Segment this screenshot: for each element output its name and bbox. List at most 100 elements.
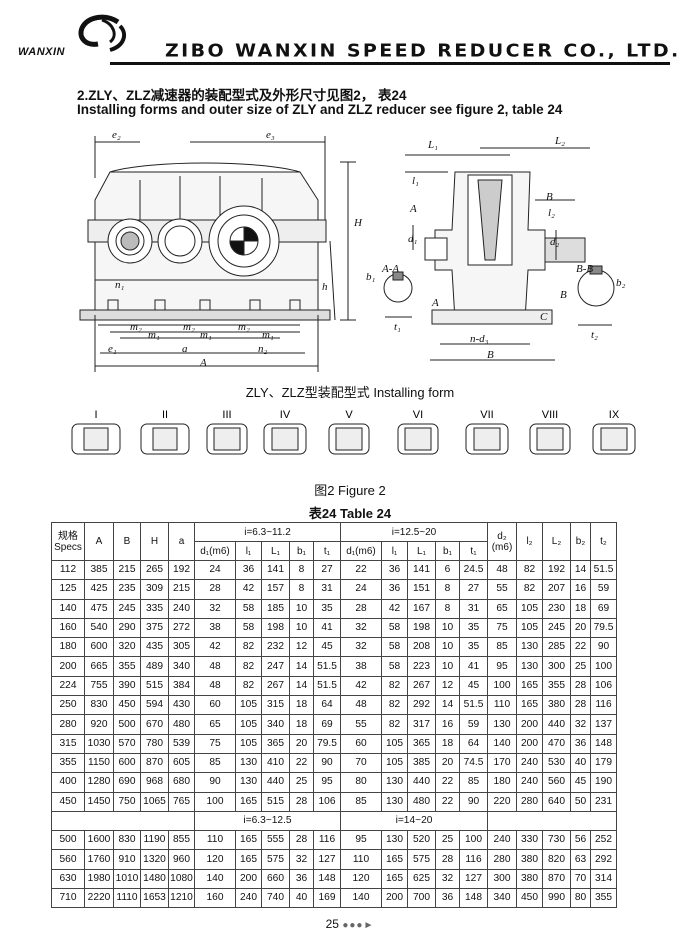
svg-text:d₁: d₁ [408, 233, 418, 245]
table-cell: 1110 [113, 888, 141, 909]
table-cell: 1980 [84, 868, 114, 890]
table-cell: 105 [235, 733, 262, 754]
col-t2-header: t₂ [590, 522, 617, 561]
table-cell: 292 [407, 695, 436, 716]
table-cell: 230 [542, 598, 571, 619]
svg-text:e₂: e₂ [112, 129, 121, 141]
table-cell: 42 [235, 579, 262, 600]
table-cell: 18 [570, 598, 591, 619]
form-8-icon: VIII [529, 409, 571, 455]
table-cell: 560 [51, 849, 85, 870]
table-cell: 440 [542, 714, 571, 735]
table-cell: 600 [84, 637, 114, 658]
blank-cell [487, 810, 617, 832]
svg-text:t₂: t₂ [591, 329, 598, 341]
company-name: ZIBO WANXIN SPEED REDUCER CO., LTD. [165, 40, 681, 62]
table-cell: 750 [113, 791, 141, 812]
table-cell: 24 [340, 579, 382, 600]
table-cell: 160 [51, 617, 85, 639]
table-cell: 200 [51, 656, 85, 677]
table-cell: 169 [313, 888, 341, 909]
table-cell: 630 [51, 868, 85, 890]
table-cell: 32 [340, 637, 382, 658]
svg-text:t₁: t₁ [394, 321, 401, 333]
table-cell: 190 [590, 772, 617, 793]
table-cell: 830 [84, 695, 114, 716]
table-cell: 157 [261, 579, 290, 600]
table-cell: 165 [381, 849, 408, 870]
table-cell: 90 [194, 772, 236, 793]
table-cell: 58 [381, 637, 408, 658]
table-cell: 355 [590, 888, 617, 909]
table-cell: 60 [194, 695, 236, 716]
table-cell: 14 [435, 695, 460, 716]
table-cell: 250 [51, 695, 85, 716]
figure-caption: 图2 Figure 2 [314, 483, 386, 498]
table-cell: 315 [261, 695, 290, 716]
table-cell: 40 [289, 888, 314, 909]
table-cell: 42 [340, 675, 382, 697]
col-d1-header: d₁(m6) [194, 541, 236, 561]
table-cell: 1653 [140, 888, 169, 909]
table-cell: 1030 [84, 733, 114, 754]
table-cell: 116 [459, 849, 488, 870]
table-cell: 95 [487, 656, 517, 677]
table-cell: 105 [235, 714, 262, 735]
svg-text:B: B [560, 289, 567, 301]
table-cell: 730 [542, 830, 571, 851]
table-cell: 594 [140, 695, 169, 716]
col-A-header: A [84, 522, 114, 561]
table-cell: 100 [194, 791, 236, 812]
table-cell: 95 [313, 772, 341, 793]
table-cell: 130 [235, 772, 262, 793]
side-view [383, 147, 615, 361]
table-cell: 116 [590, 695, 617, 716]
table-cell: 79.5 [313, 733, 341, 754]
table-cell: 192 [168, 559, 195, 581]
table-cell: 480 [168, 714, 195, 735]
table-cell: 500 [51, 830, 85, 851]
table-cell: 45 [570, 772, 591, 793]
table-cell: 200 [516, 733, 543, 754]
table-cell: 640 [542, 791, 571, 812]
table-cell: 28 [289, 791, 314, 812]
table-cell: 105 [516, 617, 543, 639]
table-cell: 14 [570, 559, 591, 581]
table-cell: 106 [313, 791, 341, 812]
table-cell: 22 [289, 752, 314, 774]
svg-text:A-A: A-A [381, 263, 399, 275]
section-heading-cn: 2.ZLY、ZLZ减速器的装配型式及外形尺寸见图2， 表24 [77, 88, 407, 103]
table-cell: 48 [340, 695, 382, 716]
form-5-icon: V [328, 409, 370, 455]
table-cell: 300 [542, 656, 571, 677]
table-cell: 272 [168, 617, 195, 639]
table-cell: 140 [51, 598, 85, 619]
table-cell: 105 [516, 598, 543, 619]
table-cell: 63 [570, 849, 591, 870]
table-cell: 14 [289, 675, 314, 697]
table-cell: 125 [51, 579, 85, 600]
table-cell: 252 [590, 830, 617, 851]
table-cell: 280 [487, 849, 517, 870]
col-L1-header: L₁ [407, 541, 436, 561]
table-cell: 450 [51, 791, 85, 812]
table-cell: 130 [381, 830, 408, 851]
table-cell: 240 [516, 772, 543, 793]
table-cell: 968 [140, 772, 169, 793]
table-cell: 51.5 [313, 675, 341, 697]
table-cell: 8 [289, 559, 314, 581]
col-l1-header: l₁ [235, 541, 262, 561]
table-cell: 32 [570, 714, 591, 735]
table-cell: 670 [140, 714, 169, 735]
table-cell: 82 [235, 675, 262, 697]
svg-text:l₁: l₁ [412, 175, 419, 187]
table-cell: 855 [168, 830, 195, 851]
table-cell: 20 [435, 752, 460, 774]
table-cell: 14 [289, 656, 314, 677]
table-cell: 530 [542, 752, 571, 774]
